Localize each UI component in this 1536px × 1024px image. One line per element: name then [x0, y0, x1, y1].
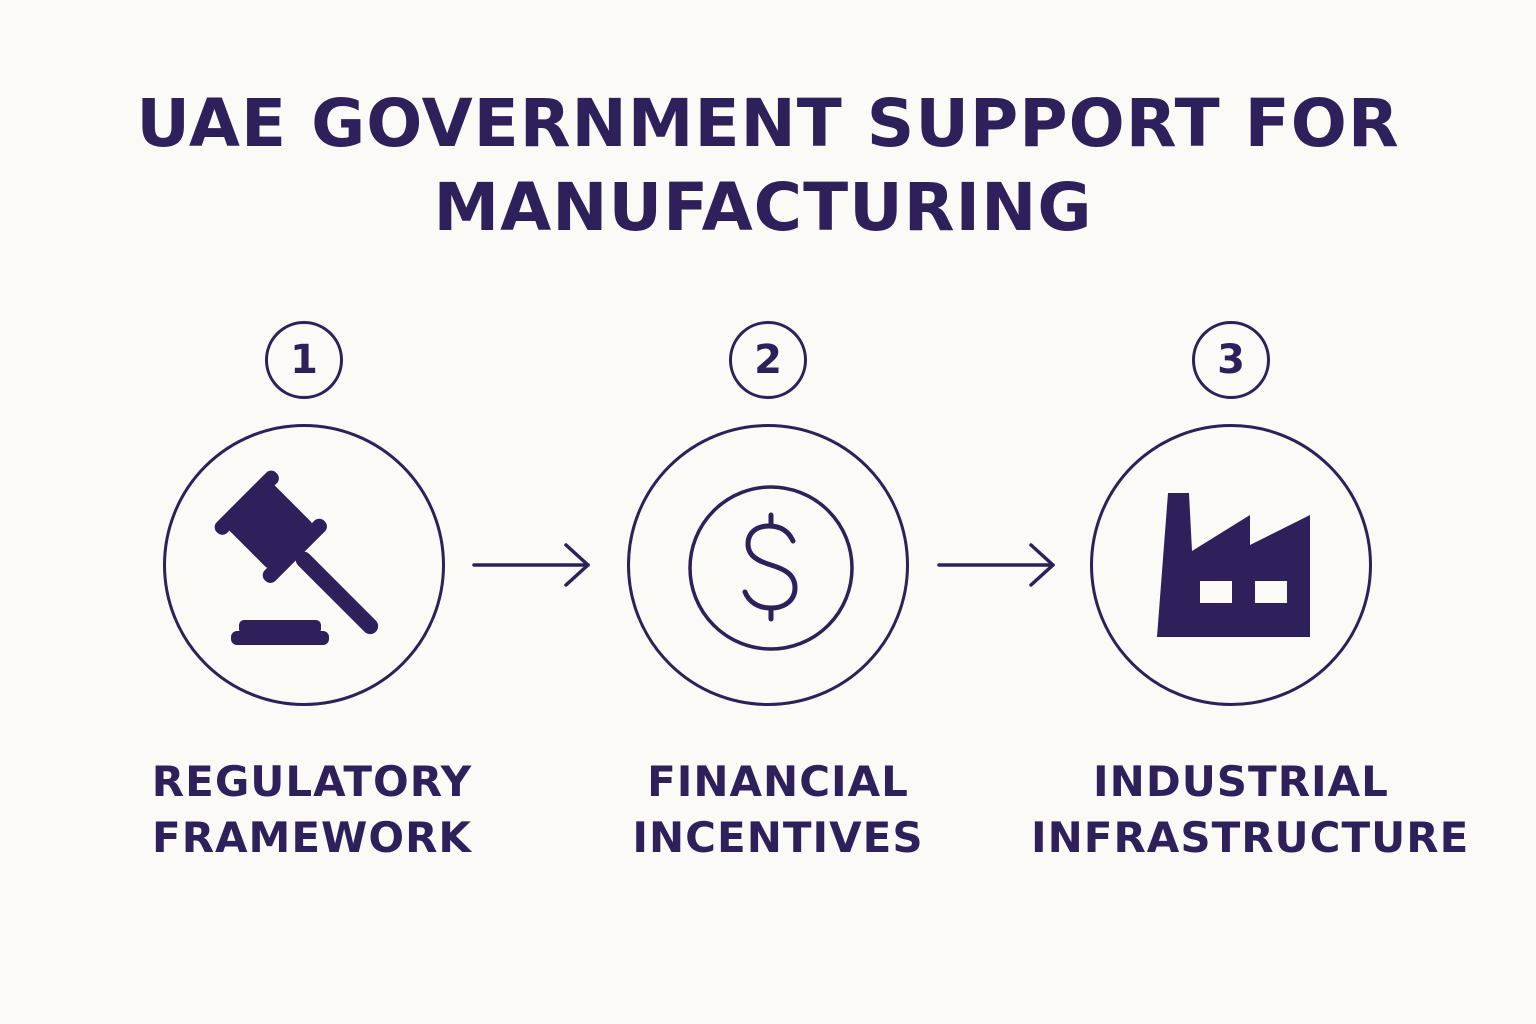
step-2-number-badge: 2 [729, 321, 807, 399]
step-3-number: 3 [1217, 337, 1245, 383]
step-1-number-badge: 1 [265, 321, 343, 399]
title-line-2: MANUFACTURING [433, 169, 1093, 246]
title-line-1: UAE GOVERNMENT SUPPORT FOR [136, 85, 1400, 162]
step-1-label: REGULATORY FRAMEWORK [102, 754, 522, 866]
step-3-number-badge: 3 [1192, 321, 1270, 399]
arrow-right-icon [937, 543, 1055, 587]
step-1-label-line-1: REGULATORY [151, 757, 473, 806]
step-2-label-line-2: INCENTIVES [632, 813, 924, 862]
step-2-circle [627, 424, 909, 706]
factory-icon [1157, 493, 1310, 637]
step-2-label-line-1: FINANCIAL [647, 757, 909, 806]
diagram-title: UAE GOVERNMENT SUPPORT FOR MANUFACTURING [0, 82, 1536, 250]
dollar-coin-icon [688, 485, 854, 651]
gavel-icon [214, 470, 379, 645]
step-3-label: INDUSTRIAL INFRASTRUCTURE [1031, 754, 1470, 866]
step-3-label-line-2: INFRASTRUCTURE [1031, 813, 1470, 862]
step-3-label-line-1: INDUSTRIAL [1093, 757, 1389, 806]
step-1-number: 1 [290, 337, 318, 383]
step-1-label-line-2: FRAMEWORK [152, 813, 472, 862]
step-3-circle [1090, 424, 1372, 706]
step-1-circle [163, 424, 445, 706]
arrow-right-icon [472, 543, 590, 587]
step-2-label: FINANCIAL INCENTIVES [568, 754, 988, 866]
step-2-number: 2 [754, 337, 782, 383]
